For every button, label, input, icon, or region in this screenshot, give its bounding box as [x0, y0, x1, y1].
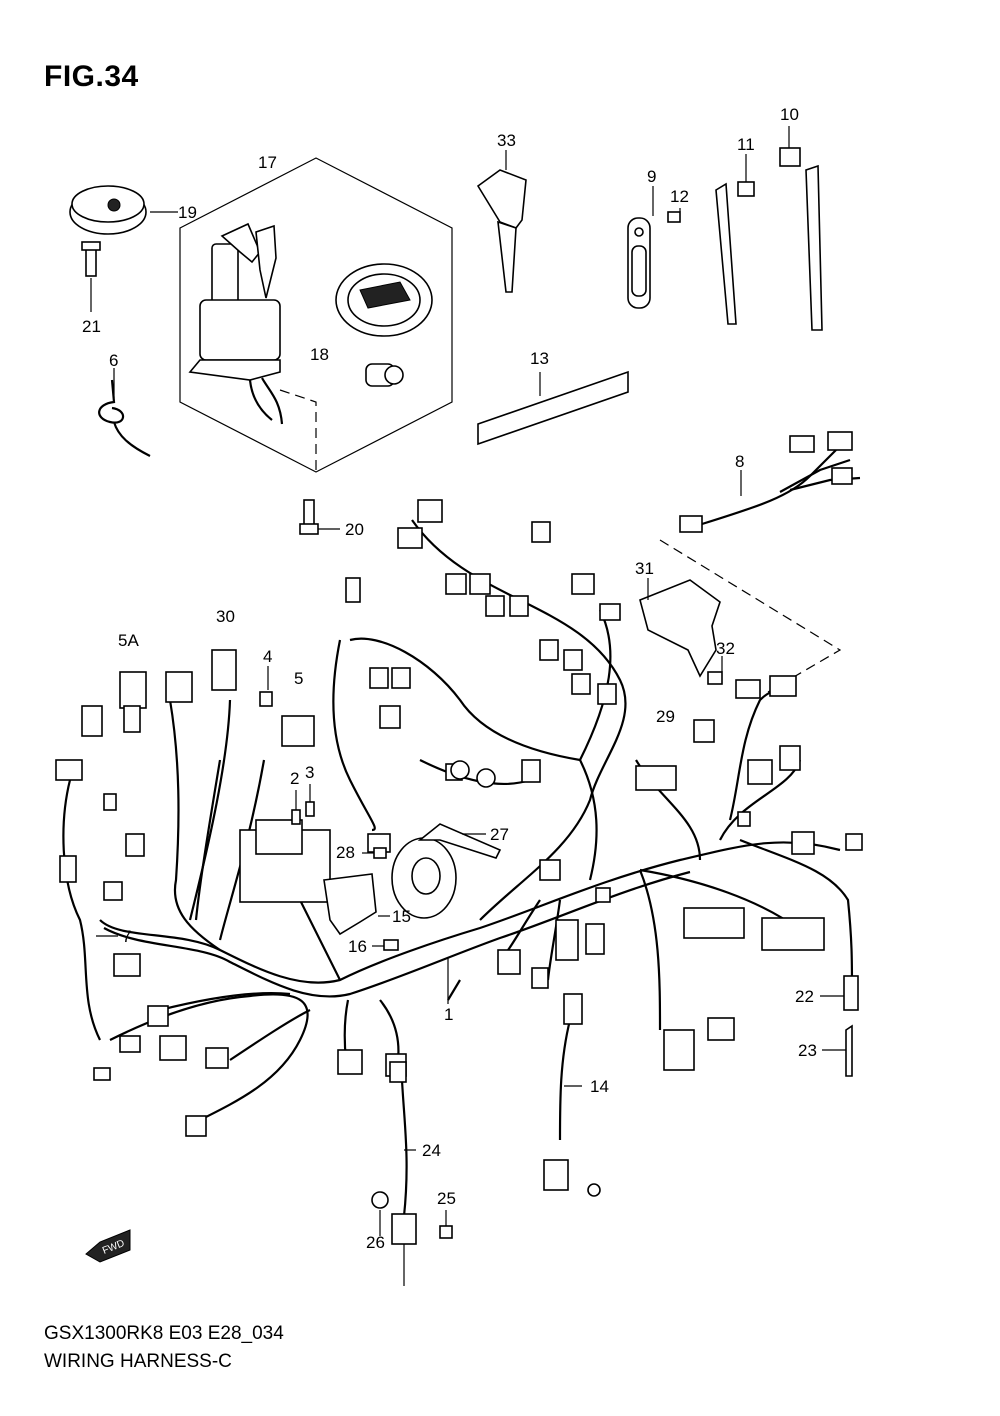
callout-6: 6 [109, 351, 118, 370]
callout-22: 22 [795, 987, 814, 1006]
callout-27: 27 [490, 825, 509, 844]
callout-10: 10 [780, 105, 799, 124]
callout-24: 24 [422, 1141, 441, 1160]
callout-32: 32 [716, 639, 735, 658]
horn-group [323, 823, 502, 951]
callout-14: 14 [590, 1077, 609, 1096]
callout-16: 16 [348, 937, 367, 956]
callout-9: 9 [647, 167, 656, 186]
callout-5: 5 [294, 669, 303, 688]
callout-26: 26 [366, 1233, 385, 1252]
callout-11: 11 [737, 135, 755, 154]
sub-harness-8 [639, 431, 861, 693]
callout-2: 2 [290, 769, 299, 788]
model-code: GSX1300RK8 E03 E28_034 [44, 1323, 284, 1344]
callout-31: 31 [635, 559, 654, 578]
callout-15: 15 [392, 907, 411, 926]
callout-12: 12 [670, 187, 689, 206]
pad-13 [477, 370, 629, 446]
callout-23: 23 [798, 1041, 817, 1060]
callout-30: 30 [216, 607, 235, 626]
key-and-bands [476, 126, 823, 331]
callout-21: 21 [82, 317, 101, 336]
callout-25: 25 [437, 1189, 456, 1208]
ignition-switch-group [179, 157, 453, 473]
connectors [55, 499, 863, 1197]
section-name: WIRING HARNESS-C [44, 1351, 232, 1372]
callout-5a: 5A [118, 631, 139, 650]
misc-parts [96, 666, 859, 1286]
callout-28: 28 [336, 843, 355, 862]
callout-17: 17 [258, 153, 277, 172]
callout-29: 29 [656, 707, 675, 726]
callout-7: 7 [122, 927, 131, 946]
figure-title: FIG.34 [44, 60, 139, 93]
callout-3: 3 [305, 763, 314, 782]
callout-8: 8 [735, 452, 744, 471]
fwd-arrow: FWD [85, 1229, 131, 1263]
callout-20: 20 [345, 520, 364, 539]
small-hardware-left [69, 185, 340, 535]
callout-labels: 1 2 3 4 5 5A 6 7 8 9 10 11 12 13 14 15 1… [82, 105, 817, 1252]
callout-4: 4 [263, 647, 272, 666]
callout-19: 19 [178, 203, 197, 222]
callout-33: 33 [497, 131, 516, 150]
main-harness-1 [62, 519, 854, 1217]
callout-18: 18 [310, 345, 329, 364]
callout-1: 1 [444, 1005, 453, 1024]
callout-13: 13 [530, 349, 549, 368]
